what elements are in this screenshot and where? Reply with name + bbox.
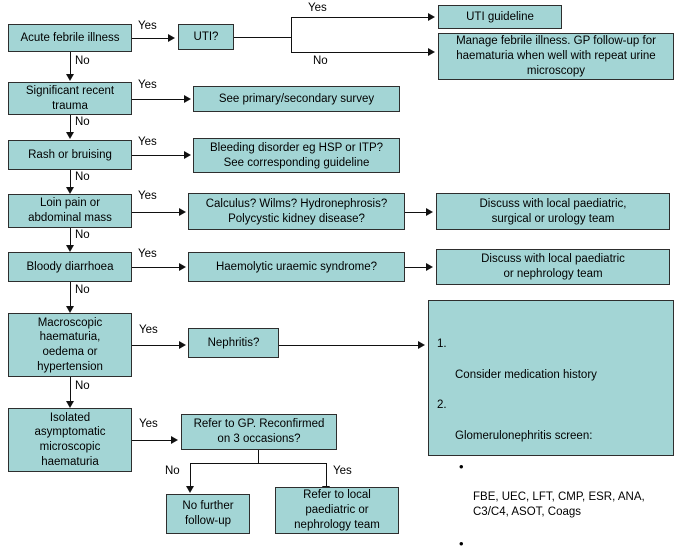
edge-trauma-no-vertical bbox=[70, 115, 71, 134]
edge-label-trauma-no: No bbox=[75, 116, 90, 128]
edge-nephritis-to-workup-arrow bbox=[418, 340, 425, 349]
edge-gp-split-horizontal bbox=[190, 463, 326, 464]
node-calculus-wilms: Calculus? Wilms? Hydronephrosis? Polycys… bbox=[188, 193, 405, 230]
edge-uti-split-vertical bbox=[291, 17, 292, 53]
node-acute-febrile-illness: Acute febrile illness bbox=[8, 24, 132, 52]
node-refer-local-nephrology: Refer to local paediatric or nephrology … bbox=[275, 487, 399, 534]
node-macroscopic-haematuria: Macroscopic haematuria, oedema or hypert… bbox=[8, 313, 132, 377]
edge-calculus-to-discuss-arrow bbox=[426, 207, 433, 216]
edge-uti-no bbox=[291, 52, 431, 53]
edge-label-rash-yes: Yes bbox=[138, 136, 157, 148]
edge-bloody-no-arrow bbox=[65, 306, 74, 313]
edge-label-isolated-yes: Yes bbox=[139, 418, 158, 430]
edge-macroscopic-yes-arrow bbox=[179, 340, 186, 349]
edge-label-trauma-yes: Yes bbox=[138, 79, 157, 91]
node-nephritis: Nephritis? bbox=[188, 328, 279, 358]
edge-label-loin-yes: Yes bbox=[138, 190, 157, 202]
bullet-icon: • bbox=[459, 459, 464, 475]
edge-trauma-yes-arrow bbox=[184, 94, 191, 103]
node-haemolytic-uraemic-syndrome: Haemolytic uraemic syndrome? bbox=[188, 252, 405, 282]
edge-hus-to-discuss-arrow bbox=[426, 262, 433, 271]
workup-item-2-text: Glomerulonephritis screen: bbox=[455, 429, 593, 442]
workup-item-2: 2. Glomerulonephritis screen: • FBE, UEC… bbox=[437, 398, 665, 556]
edge-label-loin-no: No bbox=[75, 229, 90, 241]
edge-acute-to-uti-arrow bbox=[168, 33, 175, 42]
edge-trauma-yes bbox=[132, 99, 187, 100]
edge-loin-no-vertical bbox=[70, 228, 71, 247]
workup-bullet-text: FBE, UEC, LFT, CMP, ESR, ANA, C3/C4, ASO… bbox=[473, 490, 645, 519]
edge-bloody-yes bbox=[132, 267, 182, 268]
node-loin-pain: Loin pain or abdominal mass bbox=[8, 194, 132, 228]
edge-macroscopic-no-arrow bbox=[65, 401, 74, 408]
workup-bullet-list: • FBE, UEC, LFT, CMP, ESR, ANA, C3/C4, A… bbox=[455, 444, 665, 556]
edge-rash-yes bbox=[132, 155, 187, 156]
edge-bloody-yes-arrow bbox=[179, 262, 186, 271]
node-discuss-surgical-urology: Discuss with local paediatric, surgical … bbox=[436, 193, 670, 230]
edge-gp-yes-vertical bbox=[326, 463, 327, 488]
workup-item-2-number: 2. bbox=[437, 399, 447, 412]
edge-gp-stem bbox=[258, 450, 259, 463]
edge-label-acute-yes: Yes bbox=[138, 20, 157, 32]
edge-rash-yes-arrow bbox=[184, 150, 191, 159]
node-isolated-microscopic-haematuria: Isolated asymptomatic microscopic haemat… bbox=[8, 408, 132, 472]
node-discuss-nephrology-1: Discuss with local paediatric or nephrol… bbox=[436, 249, 670, 285]
edge-loin-yes-arrow bbox=[179, 207, 186, 216]
edge-uti-yes-arrow bbox=[428, 12, 435, 21]
edge-uti-yes bbox=[291, 17, 431, 18]
edge-label-bloody-yes: Yes bbox=[138, 248, 157, 260]
edge-uti-no-arrow bbox=[428, 47, 435, 56]
node-nephritis-workup: 1. Consider medication history 2. Glomer… bbox=[428, 300, 674, 551]
edge-loin-yes bbox=[132, 212, 182, 213]
edge-hus-to-discuss bbox=[405, 267, 429, 268]
edge-label-uti-yes: Yes bbox=[308, 2, 327, 14]
edge-label-uti-no: No bbox=[313, 55, 328, 67]
edge-label-gp-no: No bbox=[165, 465, 180, 477]
node-significant-recent-trauma: Significant recent trauma bbox=[8, 82, 132, 115]
edge-uti-to-split bbox=[234, 37, 292, 38]
edge-label-rash-no: No bbox=[75, 171, 90, 183]
edge-rash-no-vertical bbox=[70, 170, 71, 189]
node-primary-secondary-survey: See primary/secondary survey bbox=[193, 86, 400, 112]
edge-loin-no-arrow bbox=[65, 245, 74, 252]
node-manage-febrile-illness: Manage febrile illness. GP follow-up for… bbox=[438, 33, 674, 80]
edge-bloody-no-vertical bbox=[70, 282, 71, 308]
edge-label-acute-no: No bbox=[75, 55, 90, 67]
workup-item-1-text: Consider medication history bbox=[455, 368, 597, 381]
node-bleeding-disorder: Bleeding disorder eg HSP or ITP? See cor… bbox=[193, 138, 400, 173]
edge-label-macroscopic-yes: Yes bbox=[139, 324, 158, 336]
workup-item-1: 1. Consider medication history bbox=[437, 337, 665, 383]
edge-label-gp-yes: Yes bbox=[333, 465, 352, 477]
edge-macroscopic-yes bbox=[132, 345, 182, 346]
node-bloody-diarrhoea: Bloody diarrhoea bbox=[8, 252, 132, 282]
workup-bullet: • Urine MCS, protein:creatinine, calcium… bbox=[457, 536, 665, 556]
edge-isolated-yes-arrow bbox=[171, 435, 178, 444]
workup-item-1-number: 1. bbox=[437, 338, 447, 350]
edge-acute-no-arrow bbox=[65, 74, 74, 81]
edge-label-macroscopic-no: No bbox=[75, 380, 90, 392]
node-uti-guideline: UTI guideline bbox=[438, 5, 562, 29]
edge-macroscopic-no-vertical bbox=[70, 377, 71, 403]
edge-acute-no-vertical bbox=[70, 52, 71, 76]
bullet-icon: • bbox=[459, 535, 464, 551]
edge-label-bloody-no: No bbox=[75, 284, 90, 296]
edge-nephritis-to-workup bbox=[279, 345, 421, 346]
node-uti: UTI? bbox=[178, 24, 234, 50]
edge-gp-no-vertical bbox=[190, 463, 191, 488]
node-no-further-followup: No further follow-up bbox=[166, 494, 250, 534]
edge-gp-no-arrow bbox=[185, 486, 194, 493]
node-rash-or-bruising: Rash or bruising bbox=[8, 140, 132, 170]
edge-acute-to-uti bbox=[132, 38, 170, 39]
workup-bullet: • FBE, UEC, LFT, CMP, ESR, ANA, C3/C4, A… bbox=[457, 459, 665, 520]
node-refer-to-gp: Refer to GP. Reconfirmed on 3 occasions? bbox=[181, 414, 337, 450]
edge-calculus-to-discuss bbox=[405, 212, 429, 213]
nephritis-workup-list: 1. Consider medication history 2. Glomer… bbox=[437, 322, 665, 556]
edge-rash-no-arrow bbox=[65, 187, 74, 194]
edge-isolated-yes bbox=[132, 440, 174, 441]
edge-trauma-no-arrow bbox=[65, 132, 74, 139]
